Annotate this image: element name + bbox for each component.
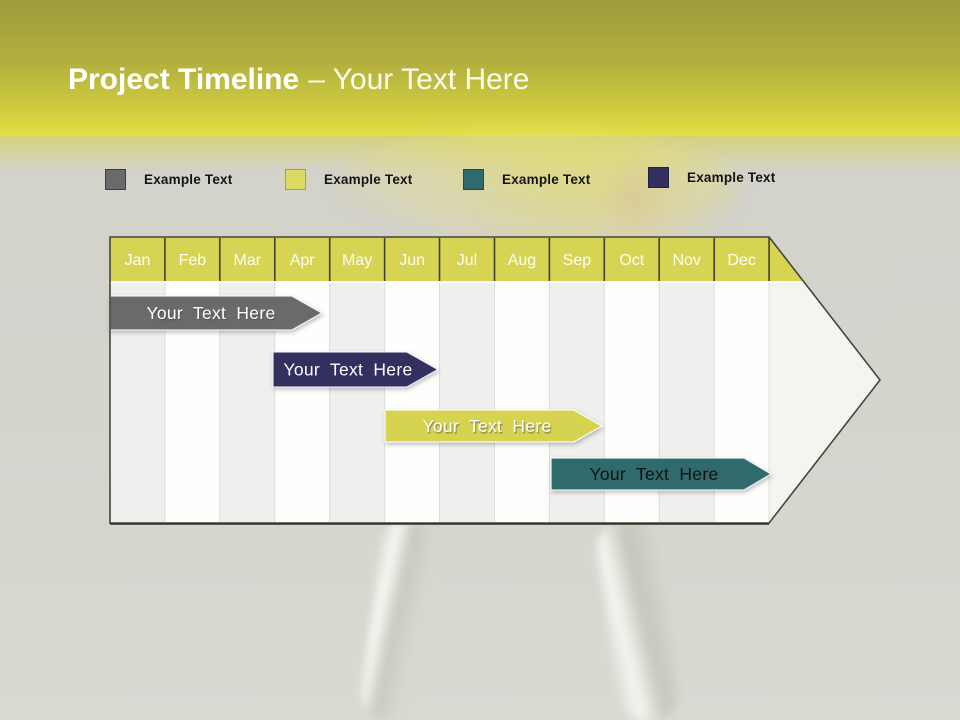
month-column-separators [164, 283, 770, 523]
task-bar-label: Your Text Here [147, 303, 276, 323]
page-title-subtitle: – Your Text Here [308, 63, 530, 96]
legend-swatch-teal [463, 169, 484, 190]
legend-item: Example Text [648, 167, 775, 188]
legend-label: Example Text [687, 170, 776, 185]
task-bar-gray: Your Text Here [109, 295, 324, 331]
timeline-reflection [109, 522, 882, 720]
month-label: Nov [672, 252, 700, 269]
month-label: Sep [563, 252, 592, 269]
task-bar-teal: Your Text Here [550, 457, 773, 491]
timeline-month-header [110, 237, 820, 281]
month-label: Mar [234, 252, 262, 269]
month-label: May [342, 252, 372, 269]
legend-item: Example Text [285, 169, 412, 190]
month-label: Dec [727, 252, 755, 269]
legend-label: Example Text [144, 172, 233, 187]
month-label: Jan [125, 252, 151, 269]
month-label: Aug [508, 252, 536, 269]
background-photo-highlight [330, 130, 740, 245]
timeline-outline [109, 236, 882, 524]
task-bar-label: Your Text Here [590, 464, 719, 484]
month-label: Jun [399, 252, 425, 269]
legend-item: Example Text [105, 169, 232, 190]
month-label: Oct [619, 252, 644, 269]
legend-swatch-navy [648, 167, 669, 188]
legend-label: Example Text [324, 172, 413, 187]
task-bar-navy: Your Text Here [272, 351, 440, 388]
task-bar-label: Your Text Here [423, 416, 552, 436]
month-label: Apr [290, 252, 316, 269]
month-header-separators [164, 237, 770, 281]
page-title: Project Timeline– Your Text Here [68, 63, 529, 97]
legend-swatch-yellow [285, 169, 306, 190]
legend-label: Example Text [502, 172, 591, 187]
legend-swatch-gray [105, 169, 126, 190]
page-title-main: Project Timeline [68, 63, 300, 96]
month-labels: Jan Feb Mar Apr May Jun Jul Aug Sep Oct … [125, 252, 756, 269]
task-bar-yellow: Your Text Here [384, 409, 604, 443]
timeline-body [110, 237, 880, 523]
slide-header: Project Timeline– Your Text Here [0, 0, 960, 137]
month-label: Jul [457, 252, 477, 269]
task-bar-label: Your Text Here [284, 360, 413, 380]
month-label: Feb [179, 252, 207, 269]
legend-item: Example Text [463, 169, 590, 190]
